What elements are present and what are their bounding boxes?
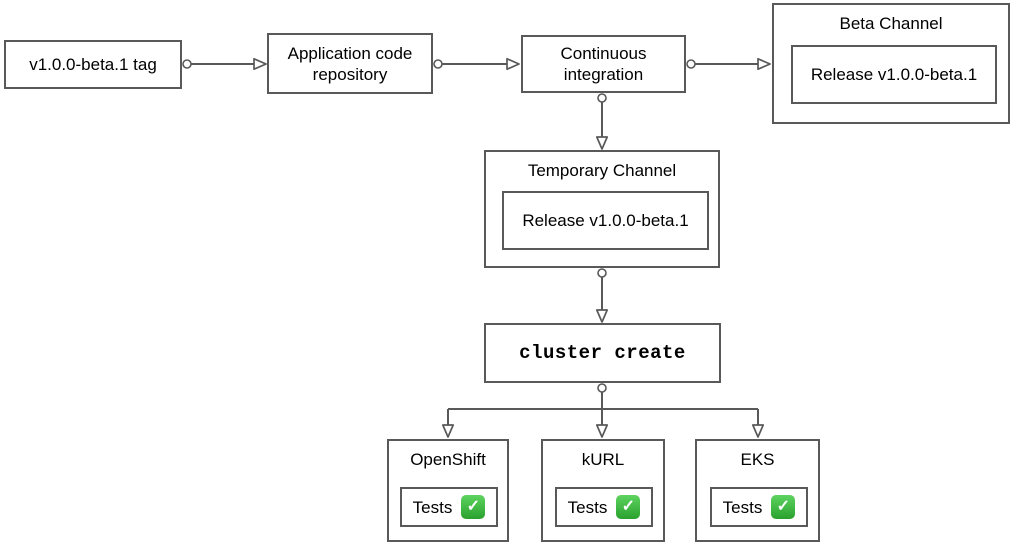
node-temporary-channel-release: Release v1.0.0-beta.1 [502, 191, 709, 250]
node-temporary-channel-release-label: Release v1.0.0-beta.1 [522, 211, 689, 230]
node-continuous-integration-label: Continuous integration [560, 44, 647, 84]
check-glyph: ✓ [776, 498, 791, 515]
check-glyph: ✓ [621, 498, 636, 515]
node-application-code-repository: Application code repository [267, 33, 433, 94]
edge-repo-to-ci [433, 57, 520, 71]
node-beta-channel-release-label: Release v1.0.0-beta.1 [810, 65, 978, 84]
node-version-tag: v1.0.0-beta.1 tag [4, 40, 182, 89]
node-cluster-create: cluster create [484, 323, 721, 383]
node-openshift-tests: Tests ✓ [400, 487, 498, 527]
node-temporary-channel-title: Temporary Channel [527, 161, 677, 180]
node-kurl-tests: Tests ✓ [555, 487, 653, 527]
node-temporary-channel: Temporary Channel Release v1.0.0-beta.1 [484, 150, 720, 268]
node-beta-channel-title: Beta Channel [839, 14, 943, 33]
edge-temporary-channel-to-cluster-create [595, 268, 609, 323]
check-mark-icon: ✓ [461, 495, 486, 519]
node-openshift-tests-label: Tests [412, 497, 453, 517]
node-eks: EKS Tests ✓ [695, 439, 820, 542]
node-continuous-integration: Continuous integration [521, 35, 686, 93]
check-glyph: ✓ [466, 498, 481, 515]
node-eks-tests-label: Tests [722, 497, 763, 517]
node-eks-tests: Tests ✓ [710, 487, 808, 527]
node-openshift-title: OpenShift [410, 450, 486, 469]
node-kurl-title: kURL [581, 450, 625, 469]
node-cluster-create-label: cluster create [519, 342, 686, 364]
node-beta-channel-release: Release v1.0.0-beta.1 [791, 45, 997, 104]
check-mark-icon: ✓ [616, 495, 641, 519]
node-kurl-tests-label: Tests [567, 497, 608, 517]
node-application-code-repository-label: Application code repository [287, 43, 413, 84]
edge-tag-to-repo [182, 57, 267, 71]
edge-ci-to-temporary-channel [595, 93, 609, 150]
node-beta-channel: Beta Channel Release v1.0.0-beta.1 [772, 3, 1010, 124]
edge-cluster-create-to-platforms [441, 383, 765, 438]
node-version-tag-label: v1.0.0-beta.1 tag [29, 55, 157, 74]
edge-ci-to-beta-channel [686, 57, 771, 71]
node-kurl: kURL Tests ✓ [541, 439, 665, 542]
check-mark-icon: ✓ [771, 495, 796, 519]
node-eks-title: EKS [740, 450, 775, 469]
node-openshift: OpenShift Tests ✓ [387, 439, 509, 542]
